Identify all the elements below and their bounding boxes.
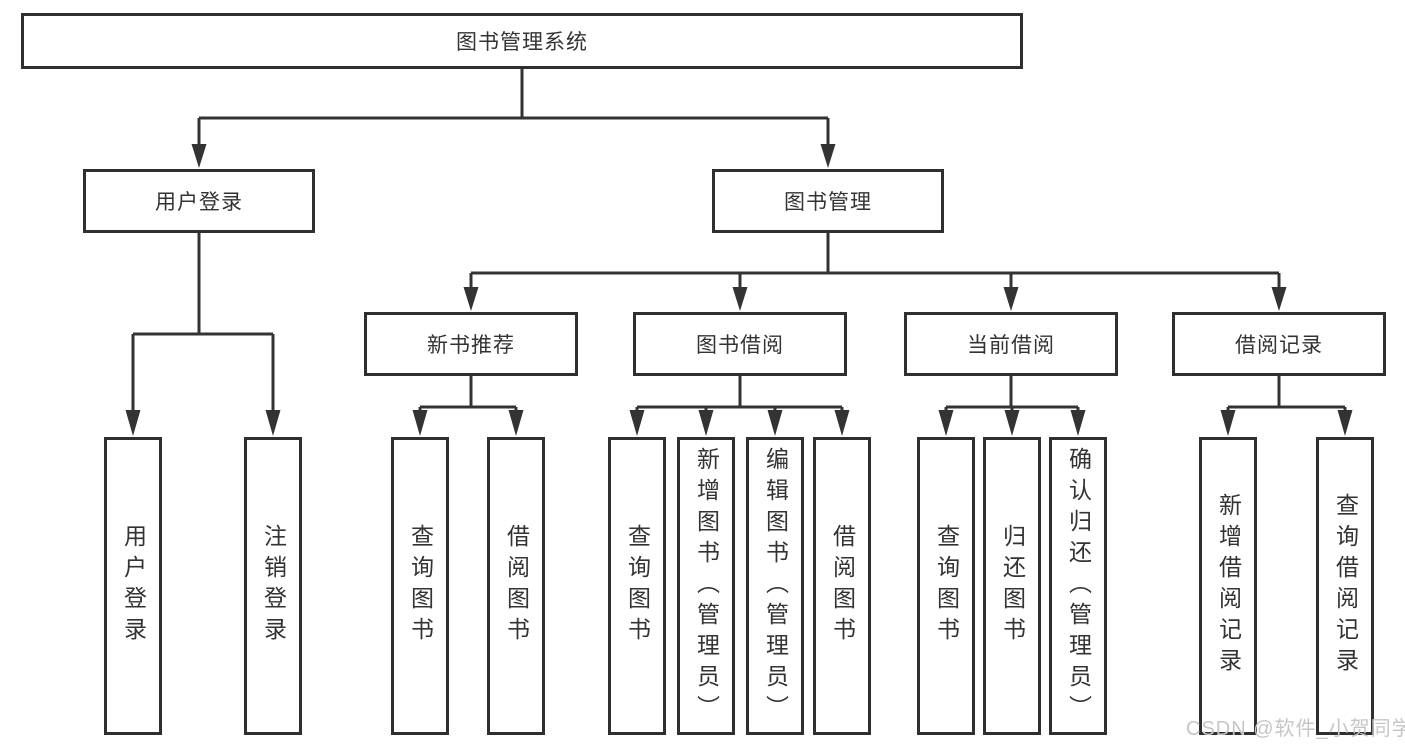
- leaf-add-borrow-record: 新增借阅记录: [1199, 437, 1257, 735]
- node-borrow-records-label: 借阅记录: [1235, 334, 1323, 357]
- leaf-edit-book-admin-label: 编辑图书（管理员）: [762, 446, 789, 726]
- node-current-borrow-label: 当前借阅: [967, 334, 1055, 357]
- edge-current-borrow-children: [938, 376, 1086, 436]
- edge-book-borrow-children: [629, 376, 850, 436]
- leaf-query-books-borrow-label: 查询图书: [624, 524, 651, 648]
- edge-new-book-recommend-children: [412, 376, 524, 436]
- edge-book-management-children: [463, 233, 1287, 311]
- node-book-borrow-label: 图书借阅: [696, 334, 784, 357]
- leaf-user-login: 用户登录: [104, 437, 162, 735]
- leaf-return-book: 归还图书: [983, 437, 1041, 735]
- leaf-add-borrow-record-label: 新增借阅记录: [1215, 493, 1242, 679]
- node-book-management-label: 图书管理: [784, 191, 872, 214]
- leaf-query-books-recommend: 查询图书: [391, 437, 449, 735]
- leaf-borrow-books-recommend: 借阅图书: [487, 437, 545, 735]
- leaf-edit-book-admin: 编辑图书（管理员）: [746, 437, 804, 735]
- node-current-borrow: 当前借阅: [904, 312, 1118, 376]
- node-book-management: 图书管理: [712, 169, 944, 233]
- node-new-book-recommend-label: 新书推荐: [427, 334, 515, 357]
- leaf-query-books-recommend-label: 查询图书: [407, 524, 434, 648]
- leaf-confirm-return-admin: 确认归还（管理员）: [1049, 437, 1107, 735]
- leaf-confirm-return-admin-label: 确认归还（管理员）: [1065, 446, 1092, 726]
- leaf-borrow-books-recommend-label: 借阅图书: [503, 524, 530, 648]
- node-root: 图书管理系统: [21, 13, 1023, 69]
- node-user-login-label: 用户登录: [155, 191, 243, 214]
- csdn-watermark: CSDN @软件_小贺同学: [1186, 718, 1405, 740]
- node-user-login: 用户登录: [83, 169, 315, 233]
- node-borrow-records: 借阅记录: [1172, 312, 1386, 376]
- node-new-book-recommend: 新书推荐: [364, 312, 578, 376]
- leaf-borrow-books: 借阅图书: [813, 437, 871, 735]
- leaf-add-book-admin: 新增图书（管理员）: [677, 437, 735, 735]
- edge-user-login-children: [125, 233, 281, 436]
- leaf-user-login-label: 用户登录: [120, 524, 147, 648]
- edge-borrow-records-children: [1220, 376, 1353, 436]
- leaf-query-books-current-label: 查询图书: [933, 524, 960, 648]
- leaf-logout: 注销登录: [244, 437, 302, 735]
- leaf-logout-label: 注销登录: [260, 524, 287, 648]
- node-root-label: 图书管理系统: [456, 31, 588, 54]
- edge-root-to-level2: [191, 69, 836, 168]
- leaf-query-borrow-record-label: 查询借阅记录: [1332, 493, 1359, 679]
- leaf-query-books-borrow: 查询图书: [608, 437, 666, 735]
- node-book-borrow: 图书借阅: [633, 312, 847, 376]
- leaf-query-books-current: 查询图书: [917, 437, 975, 735]
- leaf-borrow-books-label: 借阅图书: [829, 524, 856, 648]
- leaf-return-book-label: 归还图书: [999, 524, 1026, 648]
- leaf-query-borrow-record: 查询借阅记录: [1316, 437, 1374, 735]
- leaf-add-book-admin-label: 新增图书（管理员）: [693, 446, 720, 726]
